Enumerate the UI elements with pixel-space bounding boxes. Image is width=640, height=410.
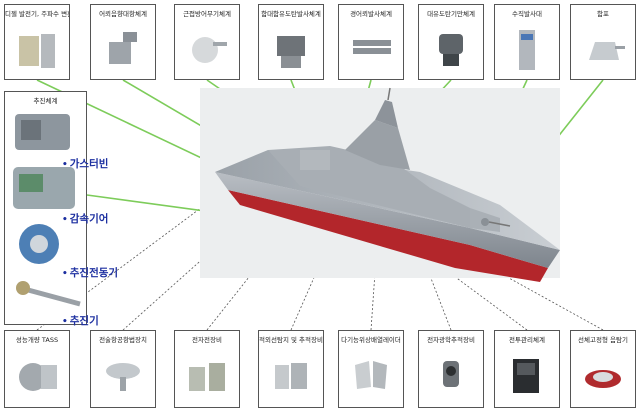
combat-console-icon <box>513 359 539 393</box>
top-box-label: 함포 <box>597 10 609 18</box>
bottom-box-tass-winch: 성능개량 TASS <box>4 330 70 408</box>
bottom-box-label: 선체고정형 음탐기 <box>578 336 628 344</box>
propulsion-label-3: •추진전동기 <box>62 267 119 279</box>
top-box-ship-missile-launcher: 함대함유도탄발사체계 <box>258 4 324 80</box>
bottom-box-phased-array-radar: 다기능위상배열레이더 <box>338 330 404 408</box>
top-box-diesel-generator: 디젤 발전기, 주파수 변환기 <box>4 4 70 80</box>
connector-bottom-7 <box>434 261 528 331</box>
propulsion-label-4: •추진기 <box>62 315 99 327</box>
bottom-box-eo-tracker: 전자광학추적장비 <box>418 330 484 408</box>
bottom-box-ir-tracker: 적외선탐지 및 추적장비 <box>258 330 324 408</box>
bottom-box-label: 전자광학추적장비 <box>427 336 475 344</box>
top-box-vertical-launcher: 수직발사대 <box>494 4 560 80</box>
bottom-box-label: 전자전장비 <box>192 336 222 344</box>
top-box-label: 경어뢰발사체계 <box>350 10 392 18</box>
top-box-torpedo-countermeasure: 어뢰음향대항체계 <box>90 4 156 80</box>
bottom-box-hull-sonar: 선체고정형 음탐기 <box>570 330 636 408</box>
mast <box>375 100 398 128</box>
top-box-label: 함대함유도탄발사체계 <box>261 10 321 18</box>
top-box-label: 근접방어무기체계 <box>183 10 231 18</box>
top-box-naval-gun: 함포 <box>570 4 636 80</box>
tacan-dome-icon <box>106 363 140 391</box>
torpedo-launcher-icon <box>353 40 391 54</box>
naval-gun-icon <box>589 42 625 60</box>
propulsion-images <box>13 114 81 307</box>
bottom-box-ew-equipment: 전자전장비 <box>174 330 240 408</box>
bottom-box-label: 성능개량 TASS <box>15 336 59 344</box>
propeller-icon <box>16 281 30 295</box>
connector-bottom-4 <box>290 149 371 331</box>
connector-bottom-1 <box>36 189 226 331</box>
hull-side <box>215 172 560 268</box>
propulsion-label-2: •감속기어 <box>62 213 109 225</box>
propulsion-title: 추진체계 <box>33 97 58 105</box>
top-box-label: 수직발사대 <box>512 10 542 18</box>
top-box-close-in-weapon: 근접방어무기체계 <box>174 4 240 80</box>
bottom-box-label: 적외선탐지 및 추적장비 <box>259 336 323 344</box>
gun-turret <box>481 218 489 226</box>
propulsion-system-panel: 추진체계 <box>4 91 87 325</box>
ew-equipment-icon <box>189 363 225 391</box>
ship-missile-launcher-icon <box>277 36 305 68</box>
tass-winch-icon <box>19 363 57 391</box>
bottom-box-label: 다기능위상배열레이더 <box>341 336 401 344</box>
top-box-label: 대유도탄기만체계 <box>427 10 475 18</box>
phased-array-radar-icon <box>355 361 387 389</box>
ir-tracker-icon <box>275 363 307 389</box>
torpedo-countermeasure-icon <box>109 32 137 64</box>
hull-bottom <box>228 190 548 282</box>
close-in-weapon-icon <box>192 37 227 63</box>
top-box-label: 어뢰음향대항체계 <box>99 10 147 18</box>
vertical-launcher-icon <box>519 30 535 70</box>
hull-sonar-icon <box>585 370 621 388</box>
bottom-box-tacan-dome: 전술항공항법장치 <box>90 330 156 408</box>
bottom-box-label: 전술항공항법장치 <box>99 336 147 344</box>
top-box-label: 디젤 발전기, 주파수 변환기 <box>5 10 69 18</box>
anti-missile-decoy-icon <box>439 34 463 66</box>
propulsion-label-1: •가스터빈 <box>62 158 109 170</box>
top-box-torpedo-launcher: 경어뢰발사체계 <box>338 4 404 80</box>
bottom-box-label: 전투관리체계 <box>509 336 545 344</box>
mast-base <box>345 120 410 170</box>
top-box-anti-missile-decoy: 대유도탄기만체계 <box>418 4 484 80</box>
bottom-box-combat-console: 전투관리체계 <box>494 330 560 408</box>
hangar <box>300 150 330 170</box>
eo-tracker-icon <box>443 361 459 387</box>
diesel-generator-icon <box>19 34 55 68</box>
